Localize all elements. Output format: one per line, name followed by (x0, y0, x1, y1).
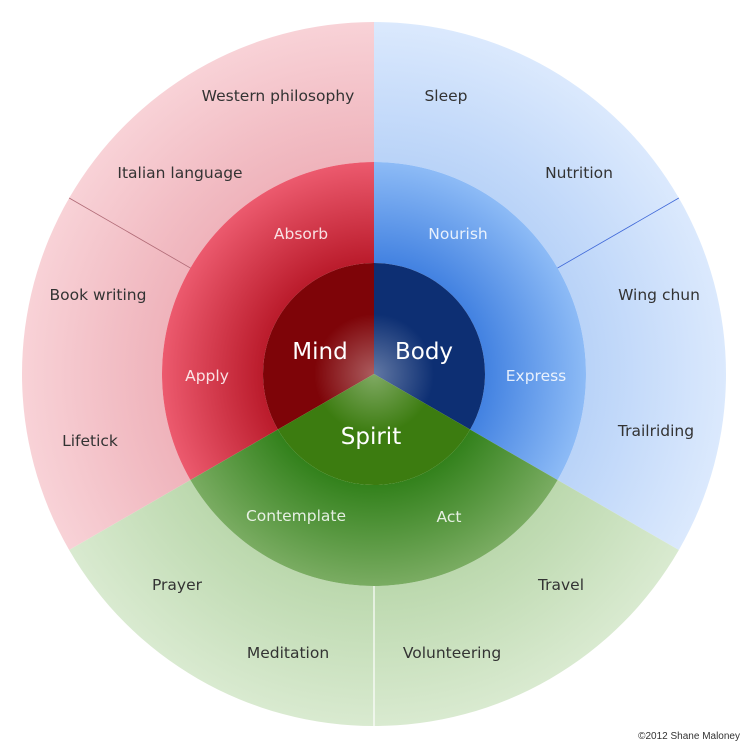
core-label-body: Body (395, 339, 453, 365)
core-label-mind: Mind (292, 339, 347, 365)
middle-ring (161, 162, 586, 586)
core-glow (314, 314, 434, 434)
outer-label-volunteering: Volunteering (403, 644, 501, 662)
middle-segment-spirit (190, 429, 558, 586)
outer-label-wing-chun: Wing chun (618, 286, 700, 304)
outer-label-travel: Travel (537, 576, 584, 594)
core-label-spirit: Spirit (341, 424, 401, 450)
middle-label-absorb: Absorb (274, 225, 328, 243)
outer-label-lifetick: Lifetick (62, 432, 118, 450)
outer-label-meditation: Meditation (247, 644, 329, 662)
middle-segment-body (374, 162, 586, 480)
outer-segment-mind (22, 22, 374, 550)
copyright-credit: ©2012 Shane Maloney (638, 731, 740, 742)
outer-label-book-writing: Book writing (50, 286, 147, 304)
outer-label-western-philosophy: Western philosophy (202, 87, 355, 105)
middle-label-act: Act (437, 508, 462, 526)
middle-segment-mind (161, 162, 374, 480)
middle-label-apply: Apply (185, 367, 229, 385)
outer-segment-body (374, 22, 726, 550)
outer-label-nutrition: Nutrition (545, 164, 613, 182)
middle-label-nourish: Nourish (428, 225, 487, 243)
middle-label-express: Express (506, 367, 567, 385)
core-circle (263, 263, 485, 485)
middle-label-contemplate: Contemplate (246, 507, 346, 525)
outer-label-sleep: Sleep (424, 87, 467, 105)
outer-label-italian-language: Italian language (117, 164, 242, 182)
outer-label-prayer: Prayer (152, 576, 203, 594)
outer-label-trailriding: Trailriding (617, 422, 694, 440)
